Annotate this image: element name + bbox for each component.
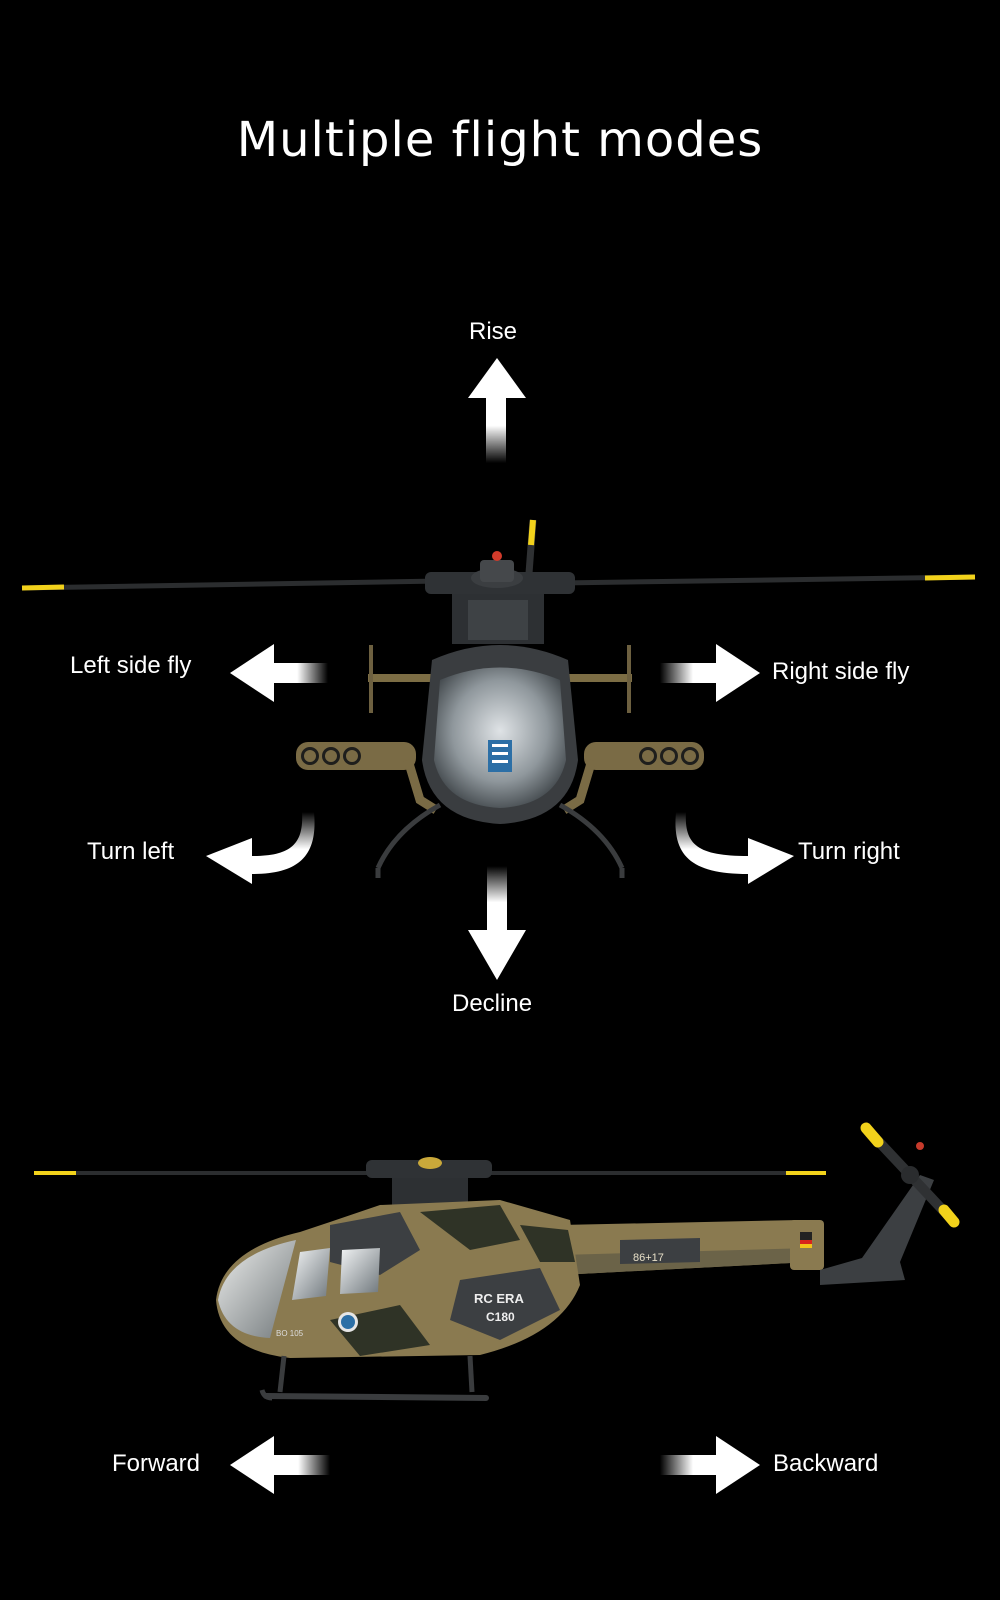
brand-marking: RC ERA xyxy=(474,1291,524,1306)
label-turn-left: Turn left xyxy=(87,838,175,865)
label-decline: Decline xyxy=(452,990,533,1017)
backward-arrow-icon xyxy=(660,1436,760,1494)
label-backward: Backward xyxy=(773,1450,879,1477)
helicopter-side-view: RC ERA C180 BO 105 86+17 xyxy=(34,1122,960,1401)
label-turn-right: Turn right xyxy=(798,838,900,865)
label-forward: Forward xyxy=(112,1450,201,1477)
label-right-side-fly: Right side fly xyxy=(772,658,910,685)
decline-arrow-icon xyxy=(468,866,526,980)
forward-arrow-icon xyxy=(230,1436,330,1494)
turn-left-arrow-icon xyxy=(206,812,315,884)
helicopter-front-view xyxy=(21,519,976,878)
turn-right-arrow-icon xyxy=(675,812,794,884)
tail-number-marking: 86+17 xyxy=(633,1252,664,1264)
right-side-fly-arrow-icon xyxy=(660,644,760,702)
label-rise: Rise xyxy=(469,318,518,345)
rise-arrow-icon xyxy=(468,358,526,463)
nose-marking: BO 105 xyxy=(276,1329,304,1338)
label-left-side-fly: Left side fly xyxy=(70,652,192,679)
left-side-fly-arrow-icon xyxy=(230,644,328,702)
page-title: Multiple flight modes xyxy=(236,112,764,168)
model-marking: C180 xyxy=(486,1310,515,1324)
